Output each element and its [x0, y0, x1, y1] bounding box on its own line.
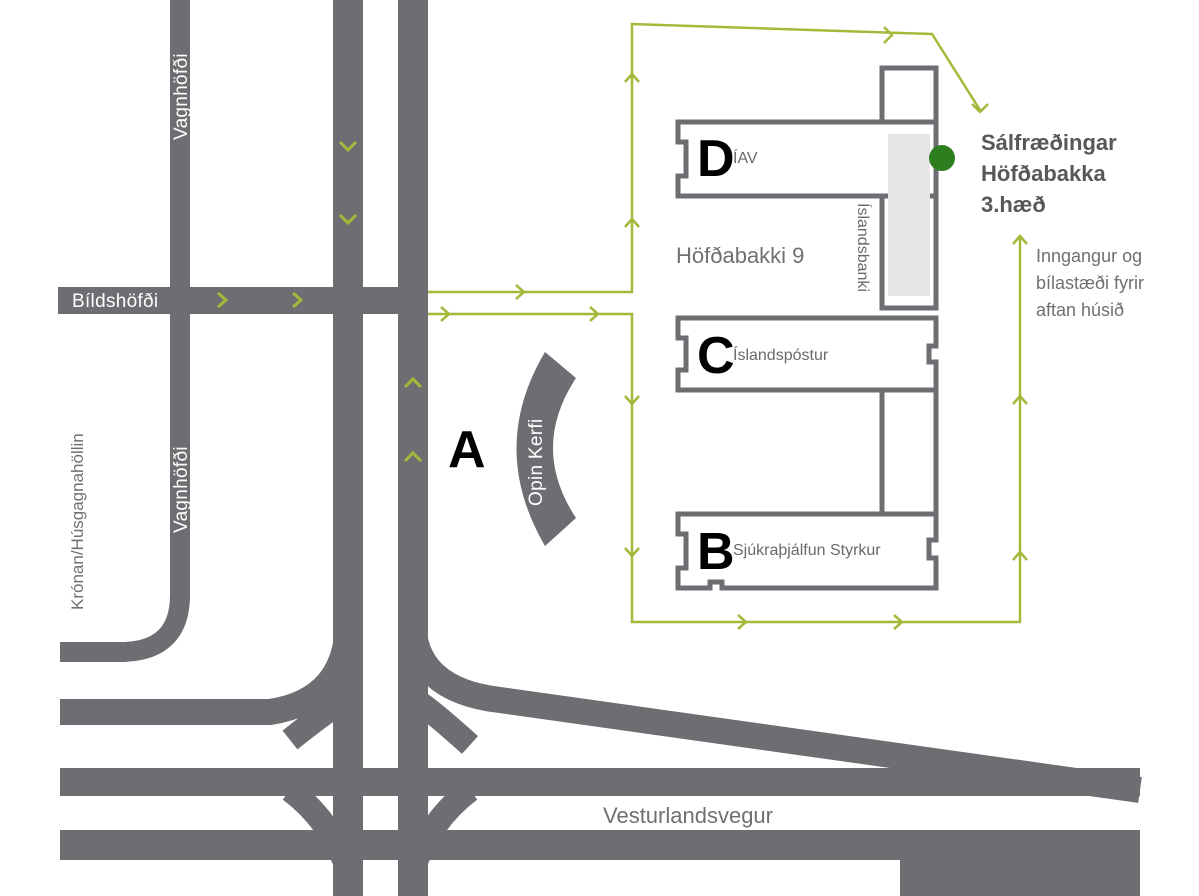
- road-vesturlandsvegur-north: [60, 768, 1140, 796]
- arrow-up-icon: [1012, 394, 1028, 405]
- arrow-down-icon: [624, 547, 640, 558]
- route-south: [428, 236, 1022, 624]
- route-north: [428, 22, 982, 294]
- road-hofdabakki-west: [333, 0, 363, 896]
- chevron-down-icon: [338, 140, 358, 153]
- arrow-right-icon: [737, 614, 748, 630]
- location-dot-icon: [929, 145, 955, 171]
- building-connector: [879, 385, 939, 519]
- road-network: [58, 0, 1142, 896]
- arrow-down-icon: [624, 395, 640, 406]
- parking-note-line2: bílastæði fyrir: [1036, 273, 1144, 293]
- chevron-up-icon: [403, 376, 423, 389]
- building-name-D: ÍAV: [733, 148, 758, 167]
- road-hofdabakki-east: [398, 0, 428, 896]
- building-vertical-label: Íslandsbanki: [854, 203, 873, 292]
- destination-line3: 3.hæð: [981, 192, 1046, 217]
- road-ramp-nw: [60, 619, 361, 725]
- building-name-A: Opin Kerfi: [526, 419, 547, 506]
- arrow-right-icon: [515, 284, 526, 300]
- parking-note-line3: aftan húsið: [1036, 300, 1124, 320]
- chevron-right-icon: [292, 291, 304, 309]
- road-vesturlandsvegur-merge: [900, 830, 1140, 896]
- arrow-right-icon: [440, 306, 451, 322]
- chevron-down-icon: [338, 213, 358, 226]
- highlight-area: [888, 134, 930, 296]
- road-label-bildshofdi: Bíldshöfði: [72, 291, 158, 312]
- building-A: [516, 352, 576, 546]
- chevron-right-icon: [217, 291, 229, 309]
- building-letter-A: A: [448, 421, 486, 479]
- road-chevrons: [217, 140, 423, 463]
- building-letter-D: D: [697, 130, 735, 188]
- route-arrows: [440, 26, 1028, 630]
- road-ramp-sw: [282, 688, 351, 750]
- road-label-vesturlandsvegur: Vesturlandsvegur: [603, 803, 773, 828]
- arrow-up-icon: [1012, 550, 1028, 561]
- road-label-kronan: Krónan/Húsgagnahöllin: [68, 433, 87, 610]
- building-tower-north: [879, 65, 939, 131]
- parking-note-line1: Inngangur og: [1036, 246, 1142, 266]
- arrow-right-icon: [589, 306, 600, 322]
- road-ramp-se: [409, 688, 479, 754]
- road-bildshofdi: [58, 287, 428, 314]
- route-lines: [428, 22, 1022, 624]
- destination-line1: Sálfræðingar: [981, 130, 1117, 155]
- road-ramp-ne: [400, 619, 1142, 803]
- road-label-vagnhofdi-top: Vagnhöfði: [171, 53, 192, 140]
- building-B: [675, 511, 939, 591]
- building-letter-B: B: [697, 523, 735, 581]
- building-letter-C: C: [697, 327, 735, 385]
- arrow-right-icon: [883, 26, 894, 44]
- arrow-up-icon: [624, 72, 640, 83]
- building-name-C: Íslandspóstur: [733, 345, 829, 364]
- arrow-down-icon: [971, 103, 989, 114]
- arrow-right-icon: [893, 614, 904, 630]
- road-label-vagnhofdi-bottom: Vagnhöfði: [171, 446, 192, 533]
- arrow-up-icon: [624, 217, 640, 228]
- building-C: [675, 315, 939, 393]
- road-vagnhofdi-curve: [60, 594, 190, 662]
- road-label-hofdabakki: Höfðabakki: [370, 440, 391, 538]
- building-complex-name: Höfðabakki 9: [676, 243, 804, 268]
- arrow-up-icon: [1012, 234, 1028, 245]
- building-name-B: Sjúkraþjálfun Styrkur: [733, 542, 881, 559]
- destination-line2: Höfðabakka: [981, 161, 1106, 186]
- chevron-up-icon: [403, 450, 423, 463]
